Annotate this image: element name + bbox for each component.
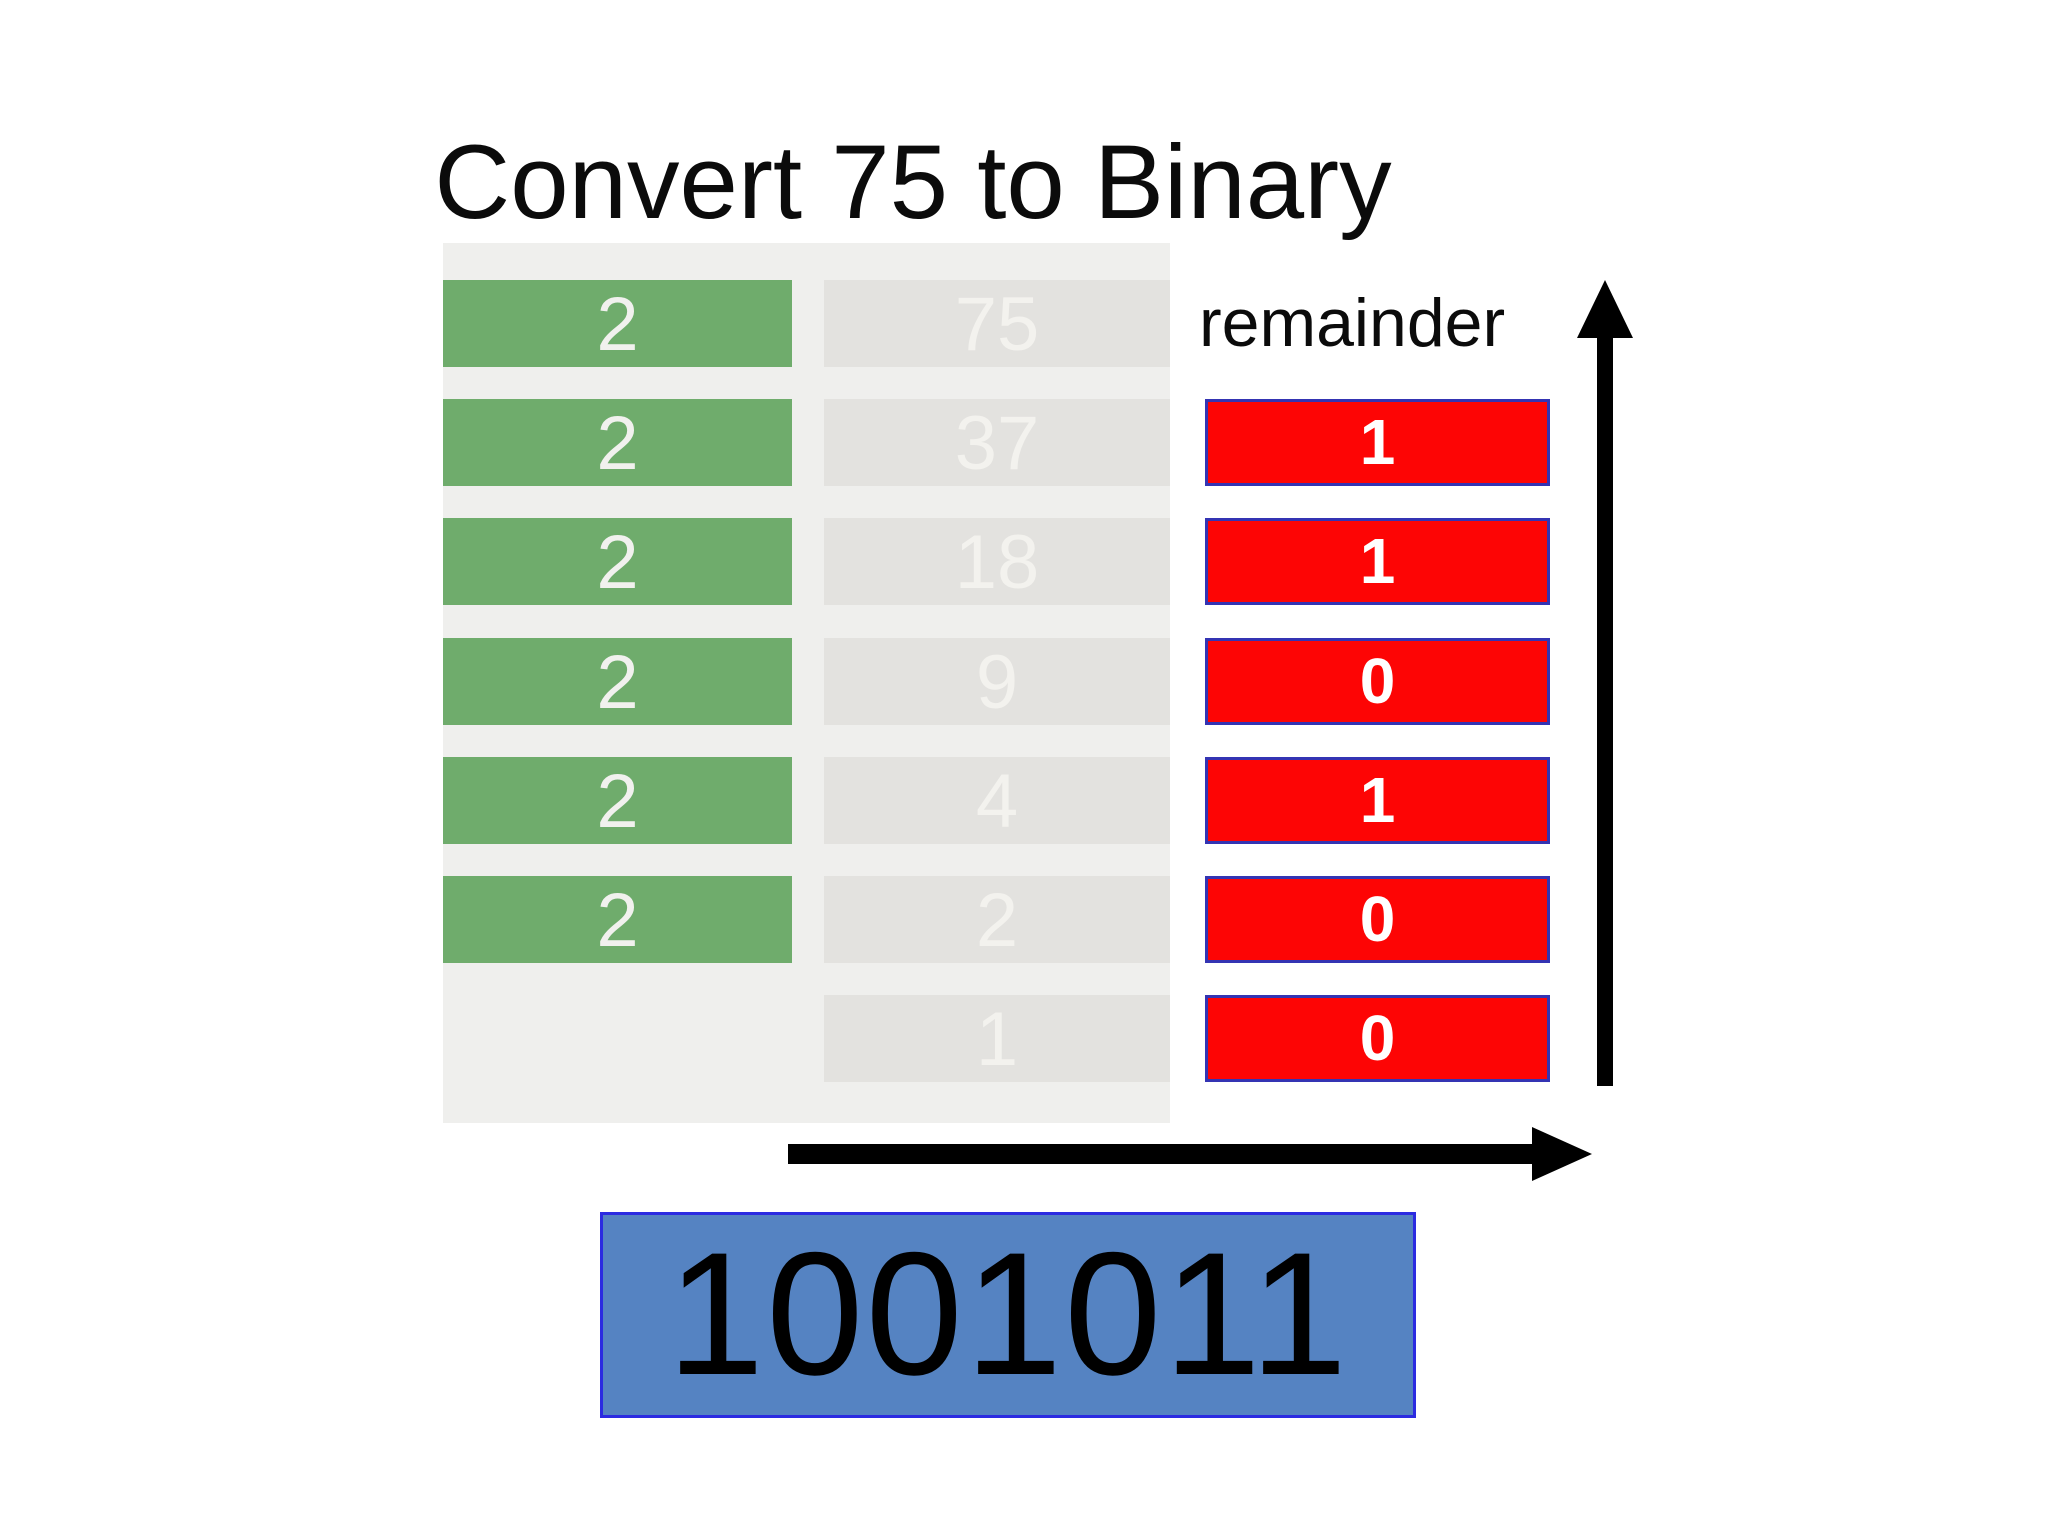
remainder-box: 1 (1205, 518, 1550, 605)
remainder-box: 0 (1205, 638, 1550, 725)
divisor-box: 2 (443, 876, 792, 963)
quotient-box: 75 (824, 280, 1170, 367)
remainder-box: 0 (1205, 995, 1550, 1082)
quotient-box: 1 (824, 995, 1170, 1082)
quotient-box: 2 (824, 876, 1170, 963)
remainder-box: 1 (1205, 757, 1550, 844)
remainder-box: 1 (1205, 399, 1550, 486)
quotient-box: 37 (824, 399, 1170, 486)
quotient-box: 9 (824, 638, 1170, 725)
divisor-box: 2 (443, 280, 792, 367)
right-arrow-head-icon (1532, 1127, 1592, 1181)
remainder-label: remainder (1199, 285, 1506, 361)
result-box: 1001011 (600, 1212, 1416, 1418)
quotient-box: 18 (824, 518, 1170, 605)
result-value: 1001011 (666, 1217, 1350, 1412)
quotient-box: 4 (824, 757, 1170, 844)
right-arrow-shaft (788, 1144, 1533, 1164)
page-title: Convert 75 to Binary (434, 124, 1392, 241)
divisor-box: 2 (443, 638, 792, 725)
divisor-box: 2 (443, 518, 792, 605)
divisor-box: 2 (443, 757, 792, 844)
up-arrow-shaft (1597, 336, 1613, 1086)
divisor-box: 2 (443, 399, 792, 486)
up-arrow-head-icon (1577, 280, 1633, 338)
remainder-box: 0 (1205, 876, 1550, 963)
